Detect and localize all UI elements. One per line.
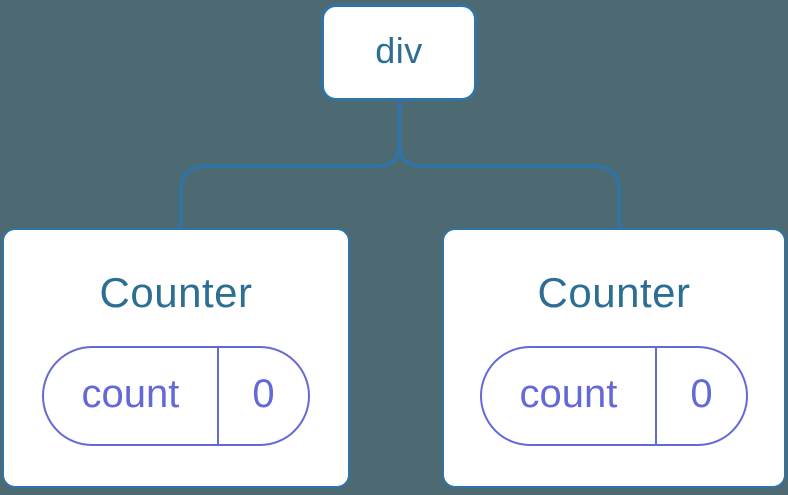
state-pill: count 0 [42,346,310,446]
counter-card-right: Counter count 0 [442,228,786,488]
state-value: 0 [654,348,746,444]
connector-branch-right [397,101,621,229]
state-key: count [519,372,618,416]
counter-title: Counter [537,269,691,316]
state-pill: count 0 [480,346,748,446]
root-node-label: div [375,29,423,71]
connector-branch-left [179,101,402,229]
state-key: count [81,372,180,416]
state-value: 0 [216,348,308,444]
counter-card-left: Counter count 0 [2,228,350,488]
root-node-div: div [321,4,477,101]
counter-title: Counter [99,269,253,316]
